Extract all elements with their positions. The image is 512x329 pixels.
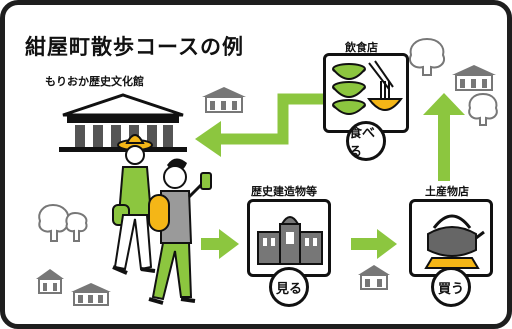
food-stop-label: 飲食店 (345, 41, 378, 54)
traditional-house-icon (36, 269, 64, 294)
diagram-title: 紺屋町散歩コースの例 (25, 35, 244, 59)
traditional-house-icon (452, 65, 496, 91)
tree-icon (409, 37, 445, 76)
historic-building-stop-label: 歴史建造物等 (251, 185, 317, 198)
souvenir-stop-label: 土産物店 (425, 185, 469, 198)
see-badge: 見る (269, 267, 309, 307)
traditional-house-icon (71, 283, 111, 306)
walking-people-icon (112, 134, 212, 305)
tree-icon (468, 92, 498, 126)
museum-label: もりおか歴史文化館 (45, 75, 144, 88)
eat-badge: 食べる (346, 121, 386, 161)
noodle-bowls-icon (332, 60, 403, 115)
souvenir-stop-box (409, 199, 493, 277)
buy-badge: 買う (431, 267, 471, 307)
tree-icon (38, 203, 88, 242)
western-building-icon (257, 216, 323, 265)
route-arrow-icon (201, 229, 239, 259)
food-stop-box (323, 53, 409, 133)
traditional-house-icon (358, 265, 390, 290)
route-arrow-icon (351, 229, 397, 259)
historic-building-stop-box (247, 199, 331, 277)
iron-kettle-icon (424, 214, 485, 269)
route-arrow-icon (423, 93, 465, 181)
route-arrow-icon (195, 93, 327, 157)
traditional-house-icon (202, 87, 246, 113)
